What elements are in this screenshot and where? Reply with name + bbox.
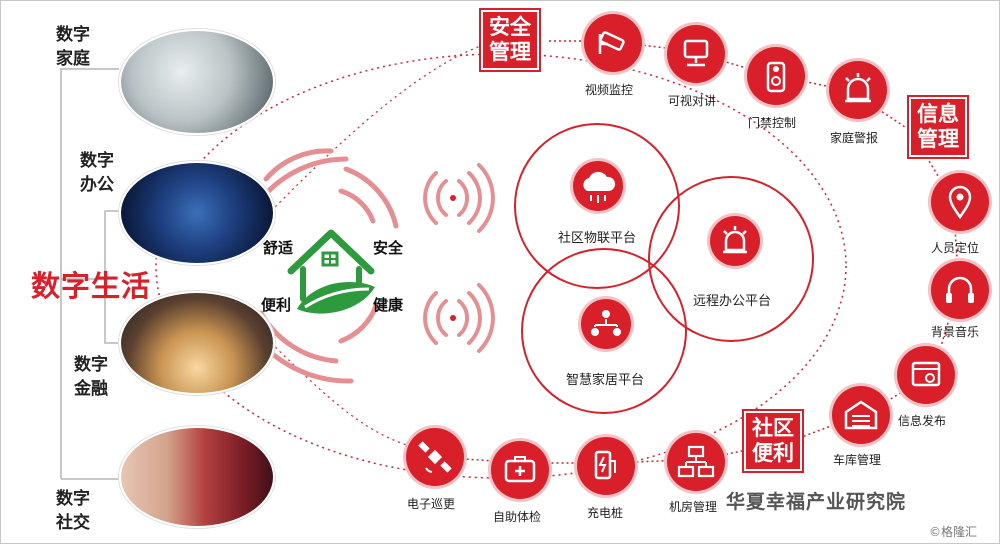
- word-health: 健康: [373, 296, 404, 314]
- people-network-icon: [581, 299, 631, 349]
- label-digital-office: 数字 办公: [80, 151, 114, 195]
- label-smarthome-platform: 智慧家居平台: [566, 373, 645, 388]
- label-iot-platform: 社区物联平台: [558, 231, 637, 246]
- badge-info-text: 信息 管理: [911, 99, 965, 155]
- label-digital-finance: 数字 金融: [74, 355, 108, 399]
- label-charge: 充电桩: [587, 506, 624, 520]
- first-aid-kit-icon: [491, 441, 549, 499]
- label-alarm: 家庭警报: [830, 131, 879, 145]
- label-music: 背景音乐: [931, 325, 980, 339]
- door-lock-icon: [747, 47, 805, 105]
- label-digital-social: 数字 社交: [56, 489, 90, 533]
- label-video: 视频监控: [585, 83, 634, 97]
- word-convenience: 便利: [261, 296, 292, 314]
- home-photo: [119, 29, 275, 135]
- music-icon: [931, 261, 989, 319]
- label-intercom: 可视对讲: [668, 94, 717, 108]
- server-room-icon: [667, 433, 725, 491]
- remote-siren-icon: [710, 216, 760, 266]
- charging-pile-icon: [577, 437, 635, 495]
- label-patrol: 电子巡更: [407, 497, 456, 511]
- badge-security-text: 安全 管理: [483, 12, 537, 68]
- label-publish: 信息发布: [898, 414, 947, 428]
- word-safety: 安全: [373, 239, 404, 257]
- alarm-siren-icon: [829, 61, 887, 119]
- label-machine: 机房管理: [669, 500, 718, 514]
- label-access: 门禁控制: [748, 116, 797, 130]
- cloud-iot-icon: [573, 161, 623, 211]
- label-garage: 车库管理: [833, 453, 882, 467]
- label-digital-home: 数字 家庭: [56, 25, 90, 69]
- label-locate: 人员定位: [931, 241, 980, 255]
- watermark: 华夏幸福产业研究院: [726, 491, 907, 513]
- green-house-icon: [287, 229, 375, 314]
- label-remote-platform: 远程办公平台: [693, 294, 772, 309]
- corner-mark: ©格隆汇: [929, 525, 978, 539]
- badge-info-management: 信息 管理: [907, 95, 969, 159]
- badge-community-convenience: 社区 便利: [742, 409, 804, 473]
- main-title: 数字生活: [31, 269, 152, 303]
- info-publish-icon: [897, 346, 955, 404]
- location-pin-icon: [931, 173, 989, 231]
- office-photo: [119, 161, 275, 265]
- badge-community-text: 社区 便利: [746, 413, 800, 469]
- intercom-icon: [667, 25, 725, 83]
- satellite-patrol-icon: [406, 428, 464, 486]
- garage-icon: [832, 386, 890, 444]
- video-monitor-icon: [584, 14, 642, 72]
- social-photo: [119, 426, 275, 528]
- word-comfort: 舒适: [263, 239, 294, 257]
- badge-security-management: 安全 管理: [479, 8, 541, 72]
- label-checkup: 自助体检: [493, 510, 542, 524]
- finance-photo: [119, 291, 275, 395]
